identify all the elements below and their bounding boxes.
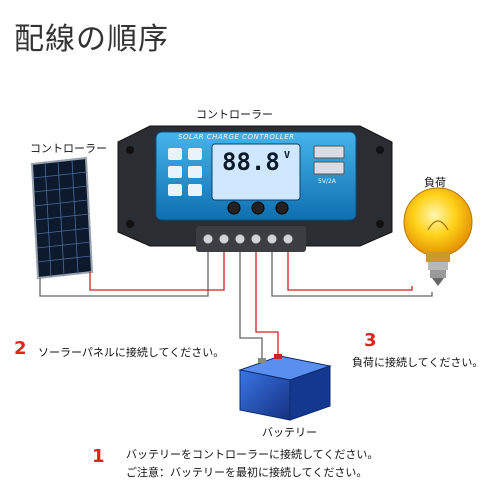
battery-mode-icon [168,166,182,178]
step-3-text: 負荷に接続してください。 [352,356,484,369]
step-2-number: 2 [14,338,27,359]
usb-port-icon [313,161,345,175]
usb-label: 5V/2A [318,178,336,185]
usb-port-icon [313,145,345,159]
step-3-number: 3 [364,330,377,351]
battery-icon [238,354,332,421]
timer-icon [168,184,182,196]
battery-label: バッテリー [262,426,317,439]
wires [39,252,433,360]
solar-mode-icon [168,148,182,160]
lock-icon [188,184,202,196]
step-2-text: ソーラーパネルに接続してください。 [38,346,225,359]
sun-icon [188,148,202,160]
light-bulb-icon [403,187,473,286]
page-title: 配線の順序 [14,22,169,57]
solar-panel [30,156,94,280]
load-label: 負荷 [424,176,446,189]
settings-icon [188,166,202,178]
lcd-unit: V [284,150,291,161]
lcd-reading: 88.8 [222,148,280,176]
up-button-icon [275,201,289,215]
select-button-icon [251,201,265,215]
step-1-line-1: バッテリーをコントローラーに接続してください。 [126,448,379,461]
controller-brand: SOLAR CHARGE CONTROLLER [178,133,295,141]
step-1-line-2: ご注意：バッテリーを最初に接続してください。 [126,466,368,479]
menu-button-icon [227,201,241,215]
charge-controller [117,125,393,252]
controller-label: コントローラー [196,108,273,121]
step-1-number: 1 [92,446,105,467]
solar-panel-label: コントローラー [30,142,107,155]
lcd-screen [211,143,301,201]
